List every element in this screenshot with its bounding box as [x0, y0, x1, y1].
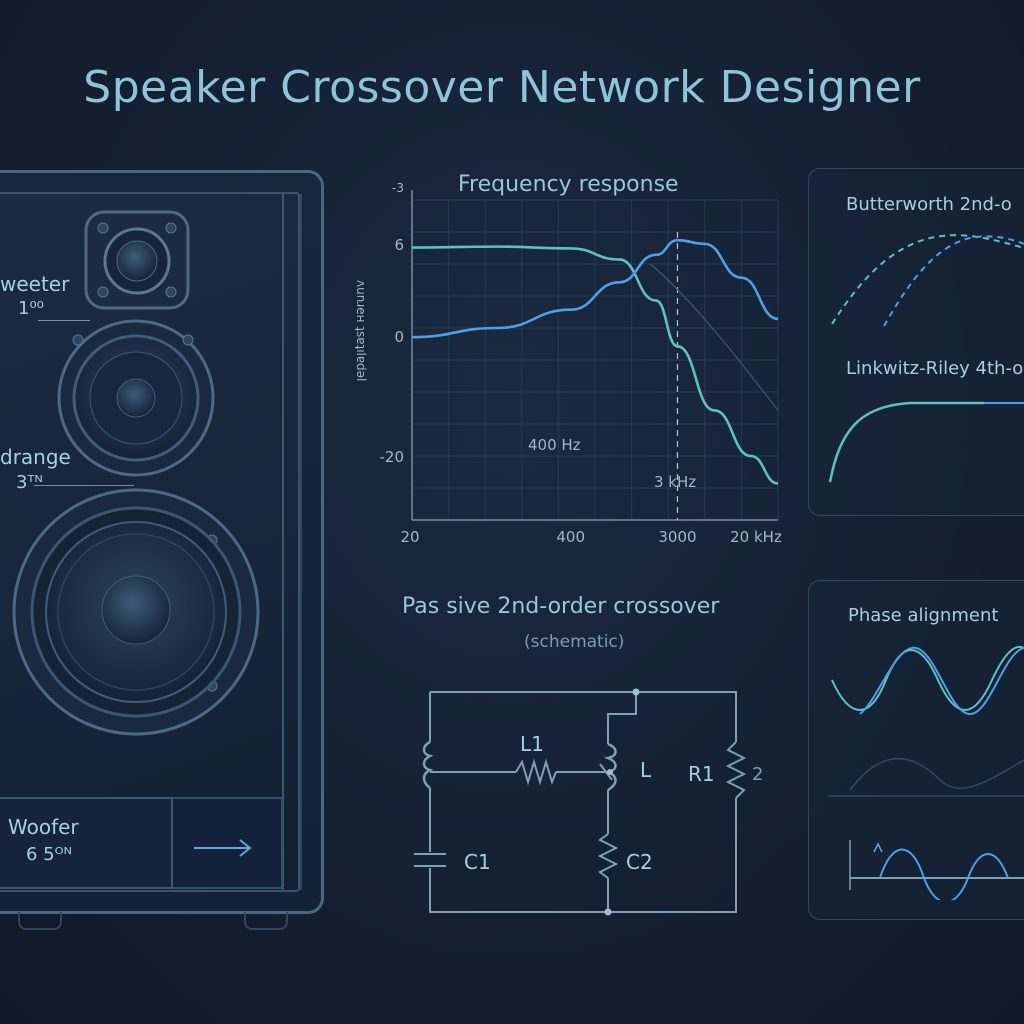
highpass-series-line	[411, 238, 779, 339]
component-l1-label: L1	[520, 732, 544, 756]
component-r1-label: R1	[688, 762, 715, 786]
component-c2-label: C2	[626, 850, 653, 874]
tweeter-size: 1⁰⁰	[18, 298, 44, 319]
baffle-edge	[282, 194, 302, 890]
tweeter-leader	[38, 320, 90, 321]
lowpass-series-line	[411, 245, 779, 485]
component-l-label: L	[640, 758, 652, 782]
frequency-response-chart: -3 6 0 -20 20 400 3000 20 kHz 400 Hz 3 kHz	[380, 181, 782, 546]
schematic-title: Pas sive 2nd-order crossover	[402, 594, 720, 619]
woofer-size: 6 5ᴼᴺ	[26, 844, 73, 865]
linkwitz-riley-label: Linkwitz-Riley 4th-o	[846, 358, 1024, 379]
cabinet-foot-right	[244, 912, 288, 930]
linkwitz-riley-curve	[828, 401, 1024, 483]
phase-alignment-title: Phase alignment	[848, 605, 999, 626]
filter-types-panel	[808, 168, 1024, 516]
x-tick-label: 20 kHz	[730, 528, 782, 546]
midrange-leader	[34, 485, 134, 486]
schematic-subtitle: (schematic)	[524, 632, 625, 652]
x-tick-label: 20	[400, 528, 419, 546]
speaker-drivers	[12, 210, 260, 736]
cabinet-foot-left	[18, 912, 62, 930]
x-tick-label: 3000	[658, 528, 696, 546]
tweeter-label: weeter	[0, 272, 70, 296]
midrange-driver	[57, 319, 215, 477]
y-axis-label: ʌunɹeʜ ʇsɐʇılɐdǝl	[354, 280, 368, 382]
woofer-label: Woofer	[8, 815, 79, 839]
y-tick-label: 0	[394, 328, 404, 346]
crossover-annotation: 3 kHz	[654, 473, 696, 491]
tweeter-driver	[84, 210, 190, 310]
x-tick-label: 400	[556, 528, 585, 546]
crossover-annotation: 400 Hz	[528, 436, 581, 454]
reference-curve	[650, 263, 779, 411]
arrow-right-icon[interactable]	[192, 836, 256, 860]
component-c1-label: C1	[464, 850, 491, 874]
woofer-arrow-box[interactable]	[173, 797, 283, 889]
phase-alignment-panel	[808, 580, 1024, 920]
butterworth-label: Butterworth 2nd-o	[846, 194, 1012, 215]
midrange-label: drange	[0, 445, 71, 469]
phase-waveforms	[828, 645, 1024, 900]
y-tick-label: -20	[380, 448, 405, 466]
page-title: Speaker Crossover Network Designer	[83, 62, 921, 113]
crossover-schematic	[414, 688, 747, 916]
woofer-label-box	[0, 797, 173, 889]
woofer-driver	[12, 488, 260, 736]
component-r-value: 2	[752, 764, 764, 785]
midrange-size: 3ᵀᴺ	[16, 472, 43, 493]
butterworth-curves	[831, 234, 1024, 327]
y-tick-label: -3	[392, 181, 404, 195]
y-tick-label: 6	[394, 236, 404, 254]
frequency-chart-title: Frequency response	[458, 172, 679, 197]
